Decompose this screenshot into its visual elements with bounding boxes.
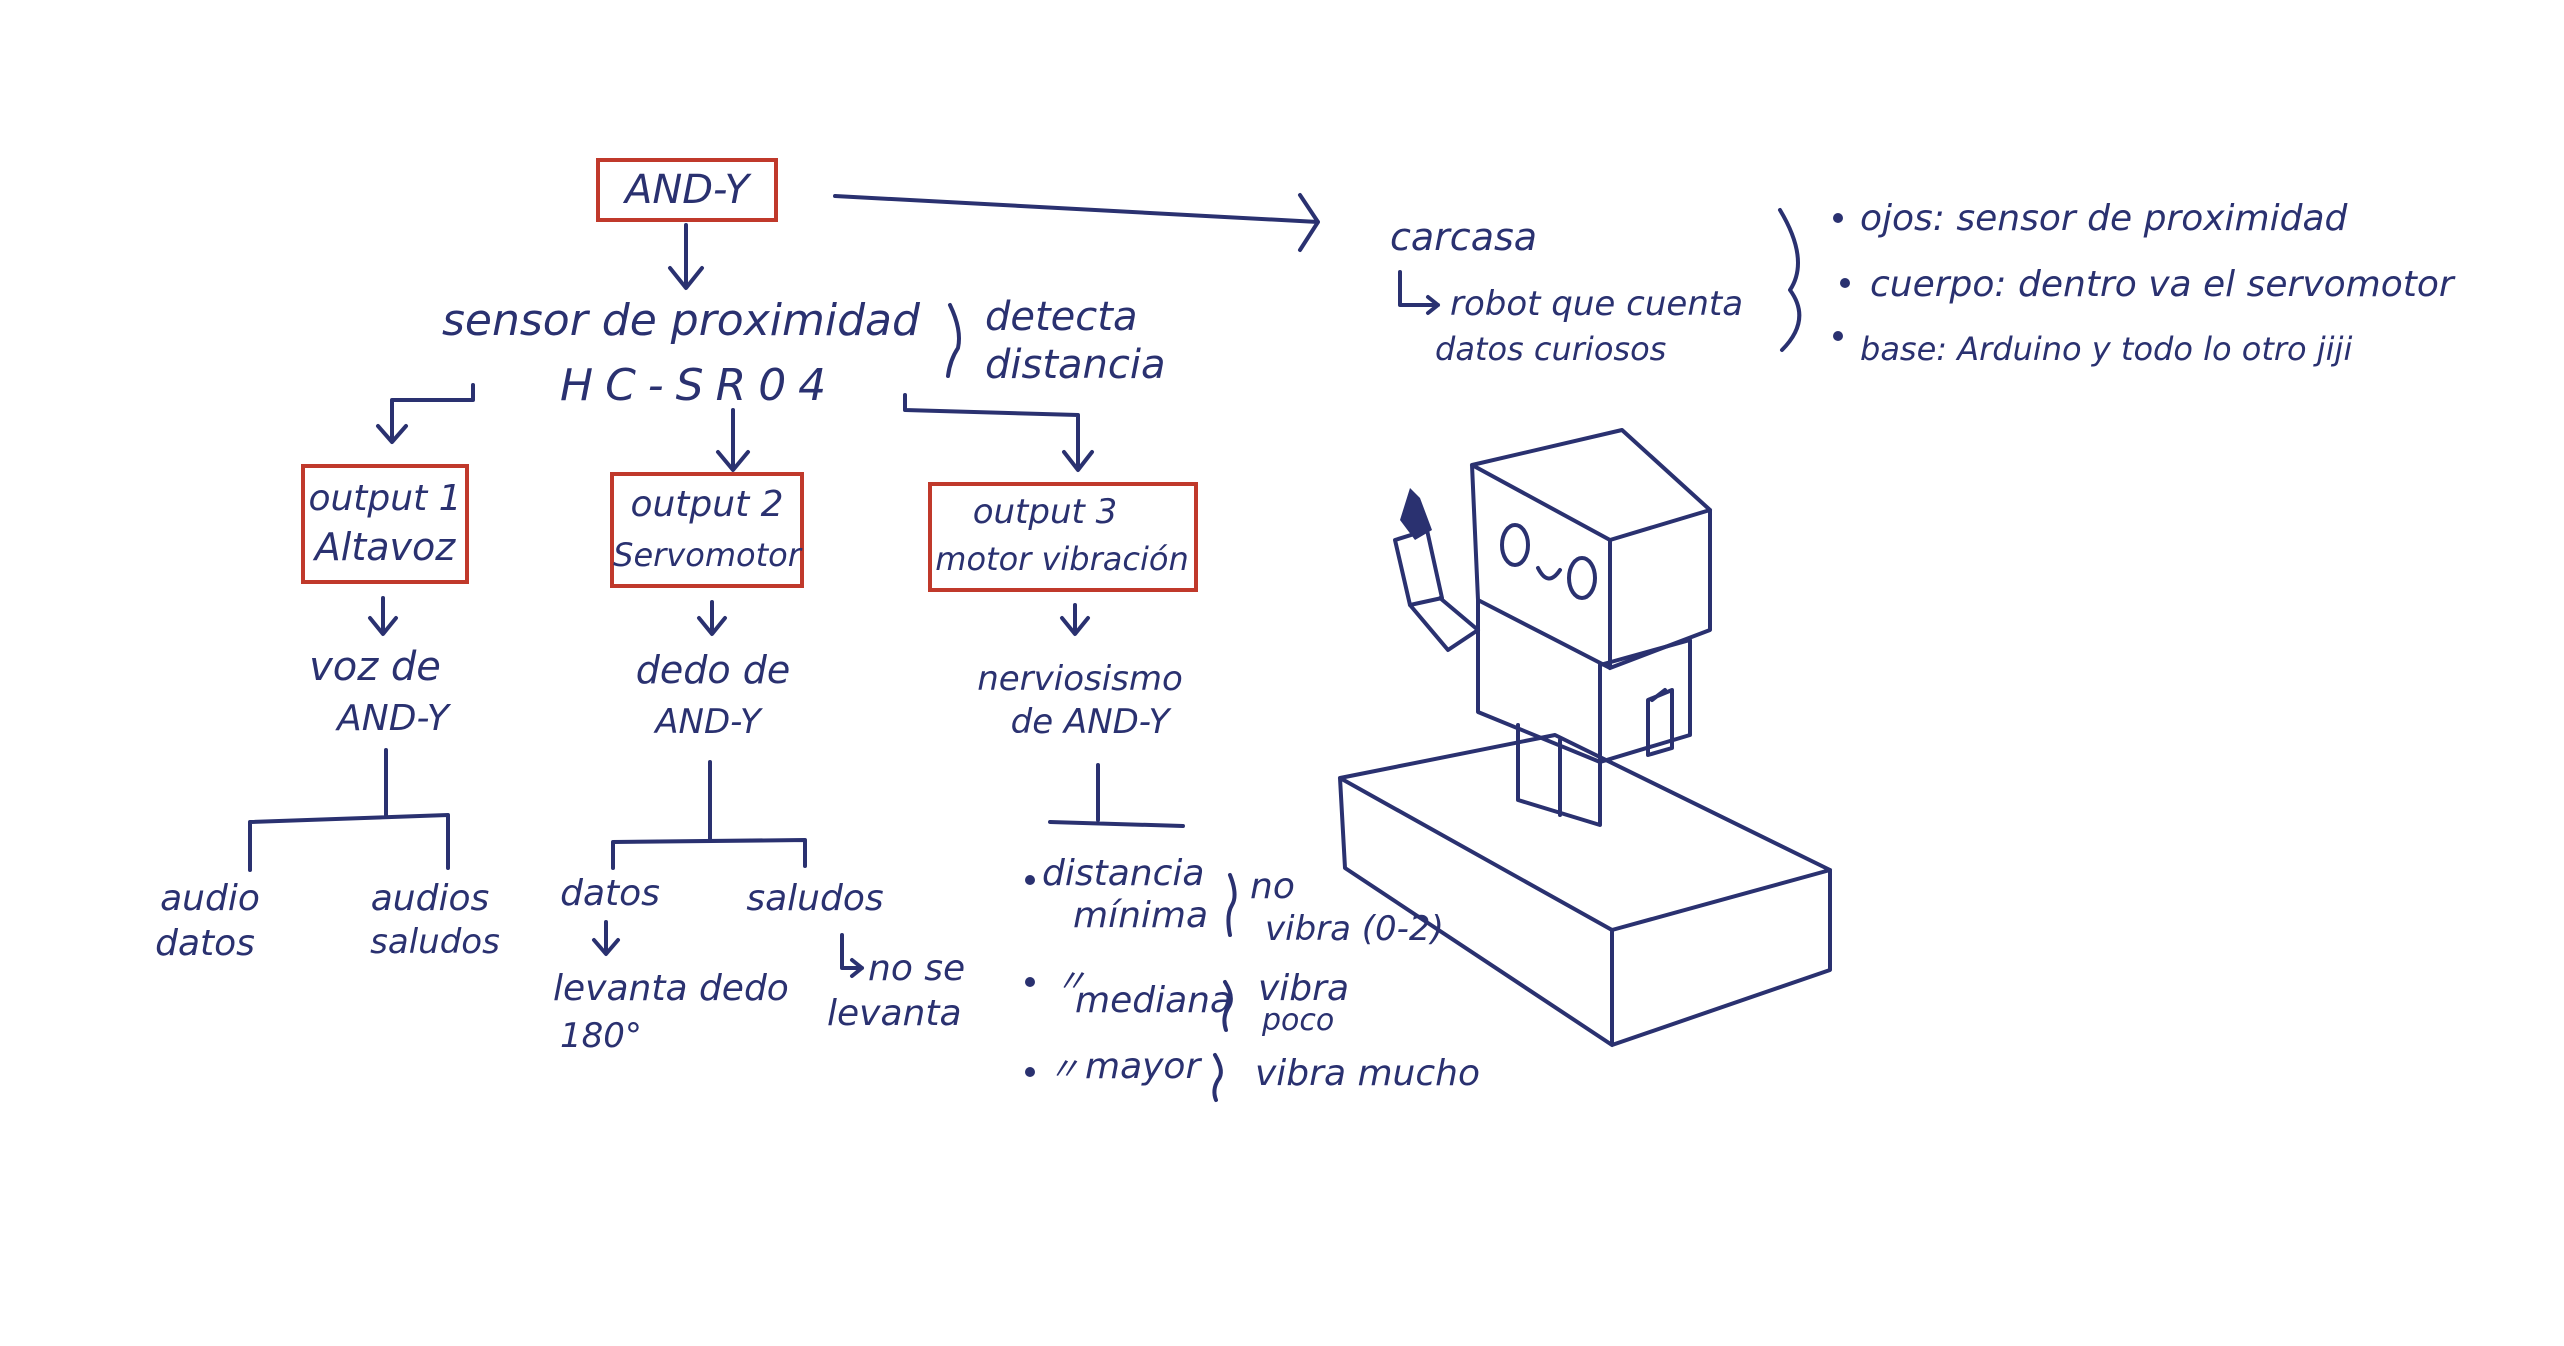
vib-2-condition: mediana [1075,980,1232,1021]
casing-bullet-2 [1840,278,1850,288]
vib-bullet-1 [1025,875,1035,885]
output3-split-lines [1048,763,1185,828]
output3-effect-line2: de AND-Y [1011,702,1172,742]
vib-2-result-line2: poco [1261,1003,1334,1038]
output2-effect-line2: AND-Y [653,702,763,742]
casing-bullet-3 [1833,331,1843,341]
sensor-to-output1-arrow [376,383,475,444]
sensor-model: HC-SR04 [560,360,838,411]
vib-bullet-3 [1025,1067,1035,1077]
audio-right-line1: audios [371,878,490,919]
sensor-note-line1: detecta [985,294,1137,340]
root-label: AND-Y [622,167,753,213]
robot-right-arm [1646,688,1674,757]
output2-device: Servomotor [613,536,803,574]
robot-illustration [1338,428,1832,1047]
robot-finger [1400,488,1432,540]
audio-left-line1: audio [160,878,260,919]
robot-left-eye [1500,523,1530,567]
output2-down-arrow [697,600,727,636]
vib-2-brace [1222,980,1233,1032]
casing-brace [1778,208,1802,352]
casing-desc-line2: datos curiosos [1435,330,1666,368]
vib-3-condition: mayor [1085,1046,1202,1087]
sensor-note-line2: distancia [985,342,1166,388]
output1-effect-line1: voz de [309,644,441,690]
output1-device: Altavoz [312,525,456,569]
output3-down-arrow [1060,603,1090,636]
vib-1-brace [1226,873,1237,937]
vib-1-result-line1: no [1250,866,1295,907]
finger-saludos-arrow [840,933,864,978]
finger-saludos-result-line1: no se [868,948,965,989]
casing-bullet-1 [1833,213,1843,223]
casing-desc-arrow [1398,270,1440,315]
casing-part-1: ojos: sensor de proximidad [1860,198,2349,239]
robot-mouth [1536,566,1562,581]
vib-bullet-2 [1025,977,1035,987]
audio-left-line2: datos [155,923,255,964]
vib-1-condition-line2: mínima [1073,895,1208,936]
output2-split-lines [611,760,807,870]
vib-3-result-line1: vibra mucho [1255,1053,1480,1094]
sensor-to-output2-arrow [716,408,750,472]
output1-title: output 1 [308,478,461,519]
finger-saludos-result-line2: levanta [827,993,962,1034]
vib-2-ditto: 〃 [1055,962,1087,1000]
vib-1-condition-line1: distancia [1042,853,1204,894]
vib-2-result-line1: vibra [1258,968,1349,1009]
casing-part-2: cuerpo: dentro va el servomotor [1870,264,2456,305]
finger-datos: datos [560,873,660,914]
finger-datos-arrow [592,920,620,956]
output2-title: output 2 [630,484,783,525]
robot-base [1338,733,1832,1047]
finger-datos-result-line2: 180° [560,1016,642,1056]
output2-effect-line1: dedo de [636,648,790,692]
root-box [596,158,778,222]
vib-3-brace [1212,1053,1223,1102]
robot-right-eye [1567,556,1597,600]
output1-effect-line2: AND-Y [335,698,452,739]
finger-datos-result-line1: levanta dedo [553,968,789,1009]
root-to-casing-arrow [833,193,1320,252]
output1-down-arrow [368,596,398,636]
casing-part-3: base: Arduino y todo lo otro jiji [1860,330,2352,368]
output1-split-lines [248,748,450,872]
output3-device: motor vibración [935,540,1188,578]
sensor-to-output3-arrow [903,393,1094,472]
robot-legs [1516,723,1602,827]
casing-title: carcasa [1390,215,1537,259]
output3-title: output 3 [973,492,1118,532]
output3-box [928,482,1198,592]
robot-head [1470,428,1712,670]
audio-right-line2: saludos [370,922,500,962]
root-to-sensor-arrow [668,223,704,290]
output1-box [301,464,469,584]
sensor-note-brace [946,303,961,378]
sensor-label: sensor de proximidad [442,295,921,346]
robot-body [1476,598,1692,764]
output2-box [610,472,804,588]
casing-desc-line1: robot que cuenta [1450,284,1743,324]
finger-saludos: saludos [746,878,883,919]
output3-effect-line1: nerviosismo [977,659,1183,699]
vib-3-ditto: 〃 [1048,1050,1080,1088]
robot-left-arm [1393,528,1480,652]
